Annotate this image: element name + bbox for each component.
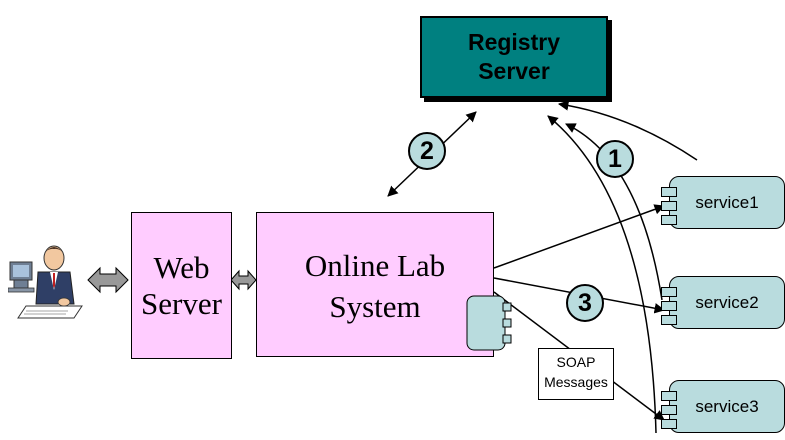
web-server-label-line2: Server bbox=[141, 285, 222, 321]
registration-arrow-service1 bbox=[557, 100, 698, 161]
registry-server-box: Registry Server bbox=[420, 16, 608, 98]
registry-server-label-line2: Server bbox=[478, 58, 550, 84]
step-2-badge: 2 bbox=[408, 132, 446, 170]
soap-messages-note: SOAP Messages bbox=[538, 348, 614, 400]
online-lab-system-box: Online Lab System bbox=[256, 212, 494, 357]
component-icon bbox=[466, 295, 516, 351]
service2-component: service2 bbox=[656, 276, 785, 329]
registration-arrow-service3 bbox=[547, 115, 657, 434]
online-lab-label-line1: Online Lab bbox=[304, 248, 446, 283]
service1-label: service1 bbox=[695, 192, 759, 212]
registry-server-label-line1: Registry bbox=[467, 29, 561, 55]
service3-port-icon bbox=[661, 391, 677, 429]
registration-arrow-service2 bbox=[565, 123, 663, 301]
step-3-badge: 3 bbox=[566, 284, 604, 322]
service2-port-icon bbox=[661, 287, 677, 325]
user-at-computer-icon bbox=[8, 240, 84, 320]
user-web-double-arrow bbox=[87, 266, 129, 294]
soap-label-line1: SOAP bbox=[556, 354, 596, 370]
service1-box: service1 bbox=[669, 176, 785, 229]
call-arrow-service1 bbox=[493, 204, 665, 269]
service2-label: service2 bbox=[695, 292, 759, 312]
service3-component: service3 bbox=[656, 380, 785, 433]
web-server-label-line1: Web bbox=[153, 249, 210, 285]
service2-box: service2 bbox=[669, 276, 785, 329]
service1-port-icon bbox=[661, 187, 677, 225]
web-system-double-arrow bbox=[230, 269, 257, 291]
online-lab-label-line2: System bbox=[329, 289, 421, 324]
web-server-box: Web Server bbox=[131, 212, 232, 359]
service1-component: service1 bbox=[656, 176, 785, 229]
service3-label: service3 bbox=[695, 396, 759, 416]
service3-box: service3 bbox=[669, 380, 785, 433]
soap-label-line2: Messages bbox=[544, 374, 608, 390]
step-1-badge: 1 bbox=[596, 140, 634, 178]
